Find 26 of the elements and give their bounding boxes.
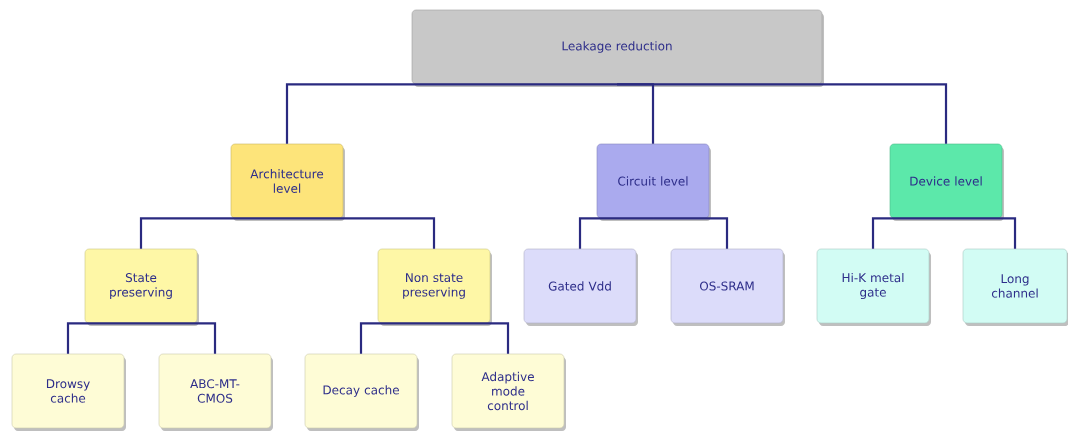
- category-box: Device level: [889, 143, 1004, 221]
- technique-box: Gated Vdd: [523, 248, 638, 326]
- connector: [141, 322, 217, 354]
- technique-box: Hi-K metal gate: [816, 248, 931, 326]
- connector: [359, 322, 434, 354]
- root-box: Leakage reduction: [411, 9, 824, 87]
- connector: [653, 217, 729, 249]
- technique-box: ABC-MT-CMOS: [158, 353, 273, 431]
- connector: [287, 217, 436, 249]
- technique-box: Drowsy cache: [11, 353, 126, 431]
- technique-box: Non state preserving: [377, 248, 492, 326]
- connector: [139, 217, 287, 249]
- category-box: Circuit level: [596, 143, 711, 221]
- connector: [578, 217, 653, 249]
- category-box: Architecture level: [230, 143, 345, 221]
- technique-box: State preserving: [84, 248, 199, 326]
- technique-box: Adaptive mode control: [451, 353, 566, 431]
- connector: [66, 322, 141, 354]
- connector: [871, 217, 946, 249]
- technique-box: OS-SRAM: [670, 248, 785, 326]
- connector: [617, 83, 948, 144]
- connector: [434, 322, 510, 354]
- connector: [285, 83, 617, 144]
- connector: [946, 217, 1017, 249]
- technique-box: Long channel: [962, 248, 1068, 326]
- technique-box: Decay cache: [304, 353, 419, 431]
